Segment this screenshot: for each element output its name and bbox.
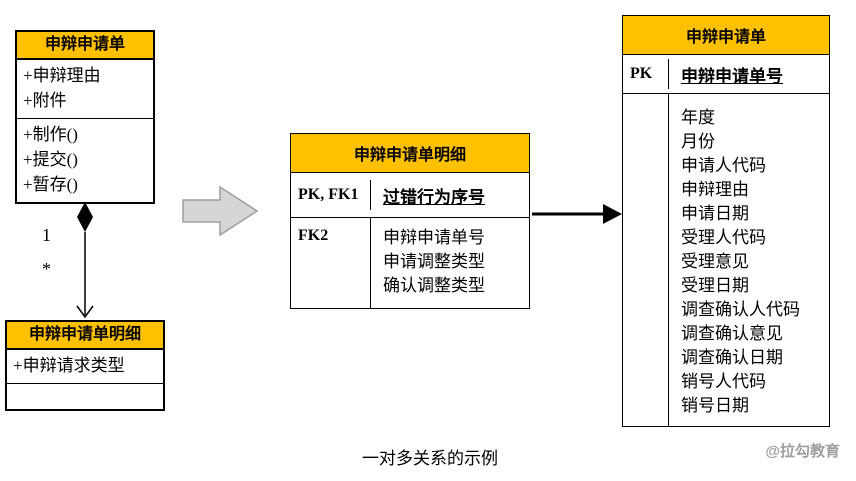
- db-table-detail: 申辩申请单明细 PK, FK1 过错行为序号 FK2 申辩申请单号申请调整类型确…: [290, 133, 530, 309]
- uml-attributes-section: +申辩请求类型: [7, 350, 163, 383]
- field-cell: 申辩申请单号申请调整类型确认调整类型: [371, 218, 529, 308]
- key-cell-empty: [623, 94, 669, 426]
- uml-empty-methods-section: [7, 383, 163, 409]
- field-name: 申辩申请单号: [383, 228, 485, 247]
- field-name: 调查确认意见: [681, 324, 783, 343]
- field-name: 调查确认人代码: [681, 300, 800, 319]
- table-row: PK 申辩申请单号: [623, 55, 829, 93]
- key-cell: PK: [623, 59, 669, 89]
- uml-methods-section: +制作() +提交() +暂存(): [17, 118, 153, 202]
- multiplicity-one-label: 1: [42, 225, 51, 245]
- uml-class-application-form-detail: 申辩申请单明细 +申辩请求类型: [5, 320, 165, 411]
- uml-attribute: +附件: [23, 91, 67, 110]
- uml-class-title: 申辩申请单: [17, 32, 153, 60]
- uml-method: +制作(): [23, 125, 78, 144]
- field-name: 年度: [681, 108, 715, 127]
- field-name: 受理意见: [681, 252, 749, 271]
- field-name: 申辩理由: [681, 180, 749, 199]
- db-table-title: 申辩申请单: [623, 16, 829, 55]
- field-name: 申请人代码: [681, 156, 766, 175]
- field-name: 申请日期: [681, 204, 749, 223]
- field-name: 确认调整类型: [383, 276, 485, 295]
- db-table-title: 申辩申请单明细: [291, 134, 529, 173]
- primary-key-field: 申辩申请单号: [681, 66, 783, 86]
- transform-block-arrow-icon: [182, 185, 259, 237]
- uml-attribute: +申辩理由: [23, 66, 101, 85]
- field-name: 受理日期: [681, 276, 749, 295]
- diagram-caption: 一对多关系的示例: [362, 449, 498, 468]
- field-cell: 年度月份申请人代码申辩理由申请日期受理人代码受理意见受理日期调查确认人代码调查确…: [669, 94, 829, 426]
- primary-key-field: 过错行为序号: [383, 187, 485, 207]
- db-table-master: 申辩申请单 PK 申辩申请单号 年度月份申请人代码申辩理由申请日期受理人代码受理…: [622, 15, 830, 427]
- field-name: 月份: [681, 132, 715, 151]
- field-name: 受理人代码: [681, 228, 766, 247]
- composition-diamond-icon: [77, 202, 93, 232]
- key-cell: PK, FK1: [291, 180, 371, 210]
- uml-attribute: +申辩请求类型: [13, 356, 125, 375]
- field-name: 销号日期: [681, 396, 749, 415]
- field-name: 销号人代码: [681, 372, 766, 391]
- field-name: 申请调整类型: [383, 252, 485, 271]
- watermark-text: @拉勾教育: [765, 443, 840, 460]
- field-cell: 过错行为序号: [371, 177, 529, 214]
- field-cell: 申辩申请单号: [669, 56, 829, 93]
- table-row: 年度月份申请人代码申辩理由申请日期受理人代码受理意见受理日期调查确认人代码调查确…: [623, 93, 829, 426]
- table-row: PK, FK1 过错行为序号: [291, 173, 529, 217]
- field-name: 调查确认日期: [681, 348, 783, 367]
- multiplicity-many-label: *: [42, 259, 51, 279]
- key-cell: FK2: [291, 218, 371, 308]
- uml-attributes-section: +申辩理由 +附件: [17, 60, 153, 118]
- table-row: FK2 申辩申请单号申请调整类型确认调整类型: [291, 217, 529, 308]
- solid-arrowhead-icon: [603, 204, 622, 224]
- uml-class-title: 申辩申请单明细: [7, 322, 163, 350]
- uml-method: +提交(): [23, 150, 78, 169]
- open-arrowhead-icon: [76, 305, 94, 319]
- uml-class-application-form: 申辩申请单 +申辩理由 +附件 +制作() +提交() +暂存(): [15, 30, 155, 204]
- uml-method: +暂存(): [23, 175, 78, 194]
